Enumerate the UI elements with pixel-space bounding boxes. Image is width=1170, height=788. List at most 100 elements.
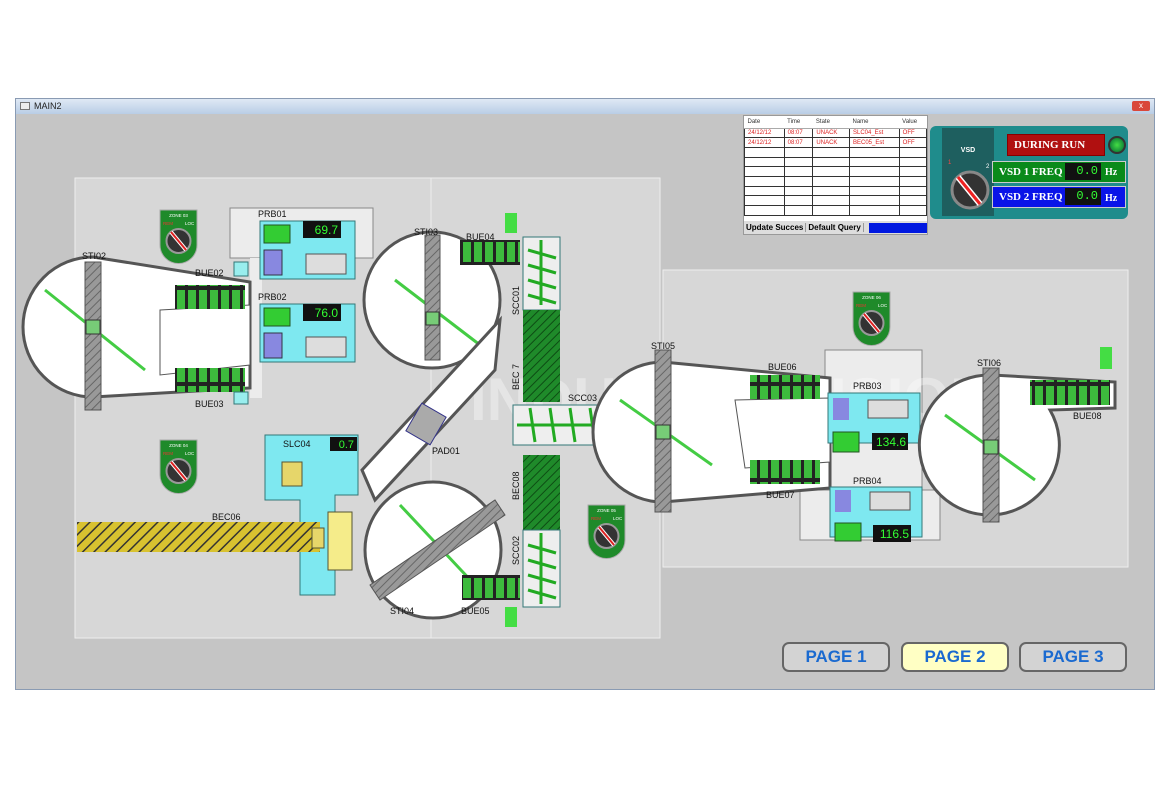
belt-bec7[interactable] [523, 310, 560, 402]
col-date[interactable]: Date [744, 116, 785, 129]
rollers-bue07[interactable] [750, 460, 820, 484]
pad01[interactable] [405, 402, 447, 446]
cell: 08:07 [783, 127, 814, 139]
zone-loc: LOC [185, 221, 195, 226]
cell: SLC04_Est [849, 127, 900, 139]
label-bue05: BUE05 [461, 606, 490, 616]
rollers-bue08[interactable] [1030, 380, 1110, 405]
label-slc04: SLC04 [283, 439, 311, 449]
zone-switch-6[interactable]: ZONE 06 REM LOC [852, 291, 891, 346]
pulley-sti03[interactable] [362, 230, 502, 370]
label-scc03: SCC03 [568, 393, 597, 403]
cell: 08:07 [783, 137, 814, 148]
zone-label: ZONE 04 [169, 443, 188, 448]
label-bue08: BUE08 [1073, 411, 1102, 421]
empty-row [744, 195, 928, 206]
belt-bec08[interactable] [523, 455, 560, 530]
label-bue02: BUE02 [195, 268, 224, 278]
empty-row [744, 156, 928, 168]
empty-row [744, 175, 928, 187]
col-name[interactable]: Name [849, 116, 900, 129]
label-prb01: PRB01 [258, 209, 287, 219]
label-scc01: SCC01 [511, 286, 521, 315]
alarm-status-bar: Update Succes Default Query [744, 221, 927, 234]
close-button[interactable]: x [1132, 101, 1150, 111]
empty-row [744, 146, 928, 158]
readout-prb03: 134.6 [876, 435, 906, 449]
zone-loc: LOC [613, 516, 623, 521]
zone-rem: REM [163, 221, 173, 226]
cell: UNACK [812, 137, 850, 148]
zone-label: ZONE 03 [169, 213, 188, 218]
page-3-button[interactable]: PAGE 3 [1019, 642, 1127, 672]
label-prb04: PRB04 [853, 476, 882, 486]
rollers-bue06[interactable] [750, 375, 820, 399]
vsd1-freq-value: 0.0 [1065, 163, 1101, 180]
rollers-bue05[interactable] [462, 575, 520, 600]
zone-switch-5[interactable]: ZONE 05 REM LOC [587, 504, 626, 559]
cell: OFF [898, 127, 928, 139]
label-bue04: BUE04 [466, 232, 495, 242]
label-sti03: STI03 [414, 227, 438, 237]
rollers-bue03[interactable] [175, 368, 245, 392]
label-bue03: BUE03 [195, 399, 224, 409]
belt-bec06[interactable] [77, 522, 320, 552]
zone-loc: LOC [185, 451, 195, 456]
title-bar: MAIN2 [16, 99, 1154, 114]
empty-row [744, 205, 928, 216]
vsd-switch-label: VSD [961, 147, 975, 154]
vsd-pos2: 2 [986, 164, 990, 170]
label-bec06: BEC06 [212, 512, 241, 522]
cell: 24/12/12 [744, 127, 785, 139]
readout-slc04: 0.7 [339, 439, 354, 451]
rollers-bue02[interactable] [175, 285, 245, 309]
status-indicator [869, 222, 927, 233]
vsd2-freq-value: 0.0 [1065, 188, 1101, 205]
pulley-sti06[interactable] [917, 367, 1117, 523]
rollers-bue04[interactable] [460, 240, 520, 265]
page-2-button[interactable]: PAGE 2 [901, 642, 1009, 672]
empty-row [744, 166, 928, 177]
vsd-selector-switch[interactable]: VSD 1 2 [934, 128, 994, 218]
zone-label: ZONE 06 [862, 295, 881, 300]
label-sti05: STI05 [651, 341, 675, 351]
zone-rem: REM [856, 303, 866, 308]
label-bec7: BEC 7 [511, 364, 521, 390]
zone-switch-3[interactable]: ZONE 03 REM LOC [159, 209, 198, 264]
zone-label: ZONE 05 [597, 508, 616, 513]
zone-switch-4[interactable]: ZONE 04 REM LOC [159, 439, 198, 494]
query-button[interactable]: Default Query [806, 223, 864, 232]
page-1-button[interactable]: PAGE 1 [782, 642, 890, 672]
update-status: Update Succes [744, 223, 807, 232]
vsd1-unit: Hz [1105, 166, 1118, 178]
label-pad01: PAD01 [432, 446, 460, 456]
label-bec08: BEC08 [511, 471, 521, 500]
col-state[interactable]: State [812, 116, 850, 129]
zone-rem: REM [591, 516, 601, 521]
run-lamp [1108, 136, 1126, 154]
cell: UNACK [812, 127, 850, 139]
readout-prb04: 116.5 [880, 527, 909, 541]
readout-prb01: 69.7 [315, 223, 339, 237]
vsd-panel: VSD 1 2 DURING RUN VSD 1 FREQ 0.0 Hz VSD… [930, 126, 1128, 219]
empty-row [744, 185, 928, 197]
window-title: MAIN2 [34, 101, 62, 111]
label-scc02: SCC02 [511, 536, 521, 565]
readout-prb01-box [303, 221, 341, 238]
cell: BEC05_Est [849, 137, 900, 148]
label-sti02: STI02 [82, 251, 106, 261]
pulley-sti05[interactable] [591, 349, 832, 513]
zone-loc: LOC [878, 303, 888, 308]
col-time[interactable]: Time [784, 116, 813, 129]
label-sti06: STI06 [977, 358, 1001, 368]
col-value[interactable]: Value [899, 116, 927, 129]
app-icon [20, 102, 30, 110]
process-diagram: INDUSTRY VISION 69.7 76.0 0.7 [21, 177, 1129, 639]
readout-prb02: 76.0 [315, 306, 339, 320]
zone-rem: REM [163, 451, 173, 456]
label-sti04: STI04 [390, 606, 414, 616]
label-prb03: PRB03 [853, 381, 882, 391]
